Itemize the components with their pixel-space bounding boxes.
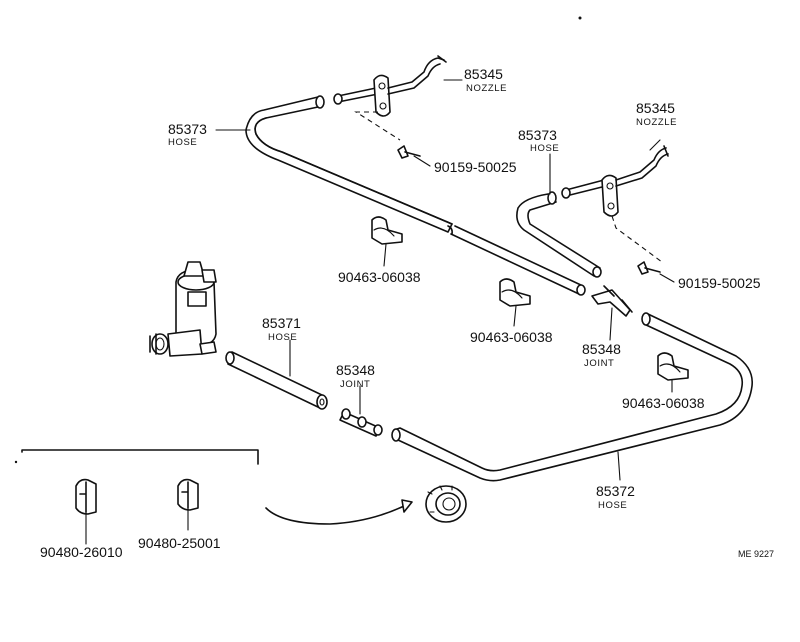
hose-feed-name: HOSE (268, 332, 297, 343)
hose-left-number: 85373 (168, 121, 207, 137)
clamp-90463-a (371, 216, 403, 245)
nozzle-right-name: NOZZLE (636, 117, 677, 128)
clamp-90463-c (657, 352, 689, 381)
joint-y-number: 85348 (582, 341, 621, 357)
screw-90159-left (397, 145, 421, 159)
joint-y-name: JOINT (584, 358, 614, 369)
joint-85348-straight (339, 408, 383, 437)
clamp-a-number: 90463-06038 (338, 269, 421, 285)
hose-85371 (225, 351, 328, 410)
screw-90159-right (637, 261, 661, 275)
inset-bracket (14, 449, 259, 465)
hose-long-name: HOSE (598, 500, 627, 511)
nozzle-85345-left (333, 55, 447, 141)
hose-right-number: 85373 (518, 127, 557, 143)
stray-mark (578, 16, 582, 20)
grommet-a-number: 90480-26010 (40, 544, 123, 560)
grommet-b-number: 90480-25001 (138, 535, 221, 551)
screw-left-number: 90159-50025 (434, 159, 517, 175)
hose-right-name: HOSE (530, 143, 559, 154)
grommet-90480-b (177, 478, 199, 511)
hose-long-number: 85372 (596, 483, 635, 499)
screw-right-number: 90159-50025 (678, 275, 761, 291)
callout-labels: 85345 NOZZLE 85345 NOZZLE 85373 HOSE 853… (40, 66, 774, 560)
hose-85373-right (516, 191, 602, 278)
joint-straight-name: JOINT (340, 379, 370, 390)
joint-85348-y (591, 285, 633, 317)
washer-pump (149, 261, 217, 357)
hose-left-name: HOSE (168, 137, 197, 148)
nozzle-right-number: 85345 (636, 100, 675, 116)
nozzle-left-name: NOZZLE (466, 83, 507, 94)
clamp-c-number: 90463-06038 (622, 395, 705, 411)
hose-feed-number: 85371 (262, 315, 301, 331)
nozzle-left-number: 85345 (464, 66, 503, 82)
inset-arrow (265, 499, 413, 525)
grommet-90480-a (75, 478, 97, 515)
hose-85372 (391, 312, 753, 482)
nozzle-85345-right (561, 145, 669, 263)
leader-lines (85, 79, 675, 545)
hose-85373-left (245, 95, 586, 296)
clamp-b-number: 90463-06038 (470, 329, 553, 345)
joint-straight-number: 85348 (336, 362, 375, 378)
grommet-large (425, 485, 467, 523)
clamp-90463-b (499, 278, 531, 307)
diagram-code: ME 9227 (738, 549, 774, 559)
